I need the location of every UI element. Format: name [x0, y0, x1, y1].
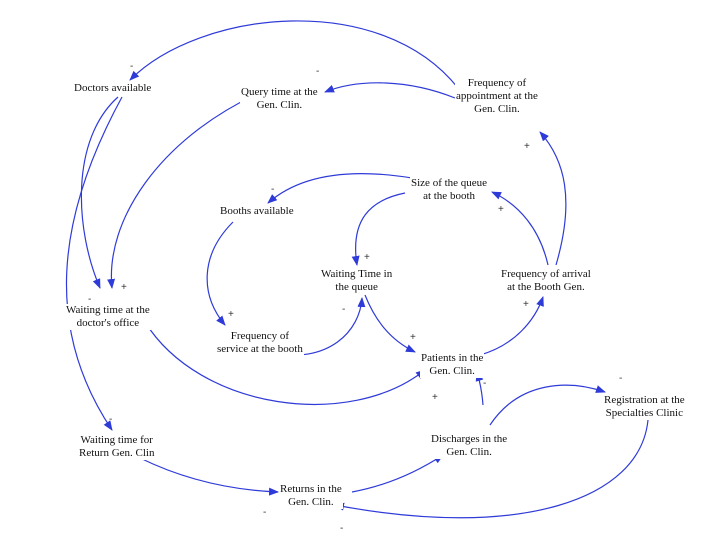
arrow-appointment-to-doctors	[129, 20, 459, 89]
node-frequency-arrival: Frequency of arrival at the Booth Gen.	[500, 268, 592, 294]
arrow-queue-to-waitq	[351, 192, 406, 266]
polarity-booths-to-service: +	[228, 309, 234, 320]
arrow-registration-to-returns	[334, 419, 649, 519]
arrow-arrival-to-appointment	[539, 131, 567, 266]
polarity-doctors-to-waitdoc-2: +	[121, 282, 127, 293]
arrow-booths-to-service	[206, 221, 234, 326]
node-frequency-service: Frequency of service at the booth	[216, 330, 304, 356]
arrow-doctors-to-waitreturn	[65, 96, 123, 431]
polarity-discharges-to-patients: -	[483, 378, 486, 389]
node-size-queue: Size of the queue at the booth	[410, 177, 489, 203]
polarity-arrival-to-queue: +	[498, 204, 504, 215]
node-returns: Returns in the Gen. Clin.	[279, 483, 343, 509]
arrow-doctors-to-waitdoc-a	[80, 96, 119, 289]
arrow-queue-to-booths	[267, 173, 413, 204]
node-query-time: Query time at the Gen. Clin.	[240, 86, 319, 112]
polarity-queue-to-waitq: +	[364, 252, 370, 263]
arrow-waitq-to-patients	[364, 294, 416, 353]
polarity-queue-to-booths: -	[271, 184, 274, 195]
arrow-patients-to-arrival	[479, 296, 544, 356]
polarity-appointment-to-query: -	[316, 66, 319, 77]
node-doctors-available: Doctors available	[73, 82, 153, 95]
node-patients: Patients in the Gen. Clin.	[420, 352, 485, 378]
polarity-waitreturn-to-returns: -	[263, 507, 266, 518]
polarity-registration-to-returns: -	[340, 523, 343, 534]
node-waiting-time-queue: Waiting Time in the queue	[320, 268, 394, 294]
polarity-doctors-to-waitdoc-1: -	[88, 294, 91, 305]
polarity-service-to-waitq: -	[342, 304, 345, 315]
arrow-returns-to-discharges	[351, 454, 444, 493]
polarity-doctors-to-waitreturn: -	[109, 414, 112, 425]
polarity-discharges-to-registration: -	[619, 373, 622, 384]
arrow-waitreturn-to-returns	[139, 457, 279, 496]
node-discharges: Discharges in the Gen. Clin.	[430, 433, 509, 459]
polarity-waitdoc-to-patients: +	[432, 392, 438, 403]
arrow-appointment-to-query	[324, 82, 456, 99]
node-booths-available: Booths available	[219, 205, 295, 218]
node-waiting-time-return: Waiting time for Return Gen. Clin	[78, 434, 156, 460]
polarity-waitq-to-patients: +	[410, 332, 416, 343]
arrow-query-to-waitdoc	[107, 94, 256, 289]
polarity-appointment-to-doctors: -	[130, 61, 133, 72]
node-waiting-time-doctor: Waiting time at the doctor's office	[65, 304, 151, 330]
arrow-discharges-to-registration	[489, 384, 606, 426]
arrow-arrival-to-queue	[491, 191, 549, 266]
node-frequency-appointment: Frequency of appointment at the Gen. Cli…	[455, 77, 539, 116]
node-registration: Registration at the Specialties Clinic	[603, 394, 686, 420]
arrow-waitdoc-to-patients	[144, 321, 426, 405]
polarity-patients-to-arrival: +	[523, 299, 529, 310]
polarity-arrival-to-appointment: +	[524, 141, 530, 152]
